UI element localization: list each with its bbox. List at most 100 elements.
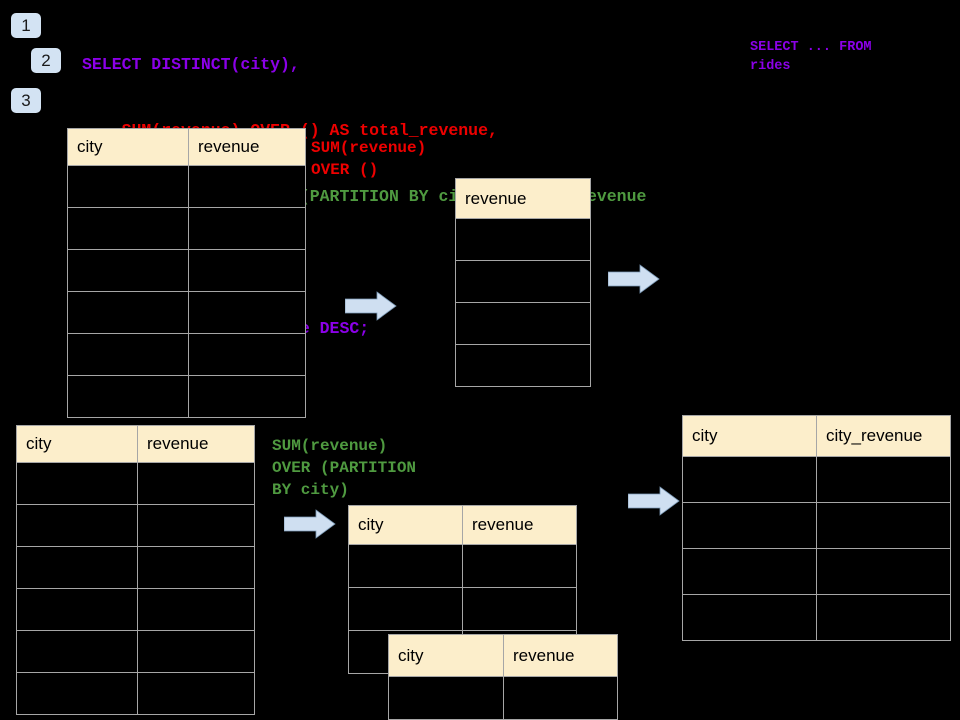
- arrow-partition-to-group-icon: [284, 509, 336, 539]
- cell-city: [348, 587, 463, 631]
- cell-revenue: [188, 375, 306, 418]
- table-row: [67, 333, 306, 376]
- column-header-city: city: [67, 128, 189, 166]
- annotation-select-from-rides: SELECT ... FROM rides: [750, 40, 872, 74]
- column-header-city-revenue: city_revenue: [816, 415, 951, 457]
- annotation-sum-over-partition: SUM(revenue) OVER (PARTITION BY city): [272, 437, 417, 499]
- step-badge-3: 3: [11, 88, 41, 113]
- cell-city: [67, 291, 189, 334]
- table-row: [67, 291, 306, 334]
- table-row: [348, 544, 577, 588]
- table-row: [682, 502, 951, 549]
- table-row: [16, 504, 255, 547]
- cell-city-revenue: [816, 548, 951, 595]
- table-header-row: city city_revenue: [682, 415, 951, 457]
- table-row: [16, 462, 255, 505]
- cell-city: [16, 588, 138, 631]
- table-row: [455, 302, 591, 345]
- arrow-group-to-result-icon: [628, 486, 680, 516]
- table-row: [67, 165, 306, 208]
- cell-revenue: [455, 260, 591, 303]
- source-rides-table: city revenue: [67, 128, 306, 418]
- cell-revenue: [137, 546, 255, 589]
- column-header-revenue: revenue: [503, 634, 618, 677]
- cell-city: [67, 333, 189, 376]
- column-header-city: city: [348, 505, 463, 545]
- table-row: [455, 218, 591, 261]
- cell-revenue: [137, 504, 255, 547]
- step-badge-2: 2: [31, 48, 61, 73]
- step-badge-1: 1: [11, 13, 41, 38]
- cell-city: [682, 594, 817, 641]
- table-header-row: city revenue: [16, 425, 255, 463]
- cell-city: [67, 207, 189, 250]
- cell-city-revenue: [816, 502, 951, 549]
- table-header-row: city revenue: [348, 505, 577, 545]
- cell-revenue: [188, 333, 306, 376]
- cell-city-revenue: [816, 594, 951, 641]
- cell-revenue: [137, 588, 255, 631]
- column-header-revenue: revenue: [137, 425, 255, 463]
- table-row: [67, 249, 306, 292]
- cell-city: [16, 546, 138, 589]
- step-badge-3-label: 3: [21, 91, 31, 110]
- arrow-total-to-result-icon: [608, 264, 660, 294]
- column-header-revenue: revenue: [455, 178, 591, 219]
- cell-city: [16, 630, 138, 673]
- cell-revenue: [188, 165, 306, 208]
- cell-revenue: [137, 672, 255, 715]
- table-header-row: city revenue: [388, 634, 618, 677]
- column-header-city: city: [16, 425, 138, 463]
- cell-revenue: [455, 344, 591, 387]
- step-badge-1-label: 1: [21, 16, 31, 35]
- result-city-revenue-table: city city_revenue: [682, 415, 951, 641]
- table-header-row: city revenue: [67, 128, 306, 166]
- total-revenue-table: revenue: [455, 178, 591, 387]
- cell-city-revenue: [816, 456, 951, 503]
- table-row: [16, 672, 255, 715]
- sql-line-1: SELECT DISTINCT(city),: [82, 55, 300, 74]
- partition-source-table: city revenue: [16, 425, 255, 715]
- cell-city: [67, 165, 189, 208]
- table-row: [67, 375, 306, 418]
- cell-city: [682, 502, 817, 549]
- cell-revenue: [188, 291, 306, 334]
- table-row: [348, 587, 577, 631]
- cell-revenue: [188, 249, 306, 292]
- cell-city: [16, 672, 138, 715]
- cell-revenue: [462, 544, 577, 588]
- cell-revenue: [462, 587, 577, 631]
- cell-city: [682, 456, 817, 503]
- cell-city: [67, 375, 189, 418]
- cell-city: [348, 544, 463, 588]
- cell-city: [388, 676, 504, 720]
- cell-revenue: [188, 207, 306, 250]
- table-row: [388, 676, 618, 720]
- table-row: [455, 344, 591, 387]
- cell-city: [682, 548, 817, 595]
- cell-revenue: [455, 218, 591, 261]
- table-row: [682, 548, 951, 595]
- annotation-sum-over-empty: SUM(revenue) OVER (): [311, 139, 427, 179]
- step-badge-2-label: 2: [41, 51, 51, 70]
- cell-city: [16, 462, 138, 505]
- cell-revenue: [137, 630, 255, 673]
- partition-group-front-table: city revenue: [388, 634, 618, 720]
- arrow-source-to-total-icon: [345, 291, 397, 321]
- cell-revenue: [503, 676, 618, 720]
- cell-revenue: [455, 302, 591, 345]
- column-header-revenue: revenue: [462, 505, 577, 545]
- table-row: [455, 260, 591, 303]
- cell-city: [16, 504, 138, 547]
- table-row: [16, 588, 255, 631]
- cell-revenue: [137, 462, 255, 505]
- table-row: [16, 546, 255, 589]
- column-header-city: city: [388, 634, 504, 677]
- column-header-city: city: [682, 415, 817, 457]
- cell-city: [67, 249, 189, 292]
- table-row: [16, 630, 255, 673]
- table-row: [682, 456, 951, 503]
- column-header-revenue: revenue: [188, 128, 306, 166]
- table-row: [682, 594, 951, 641]
